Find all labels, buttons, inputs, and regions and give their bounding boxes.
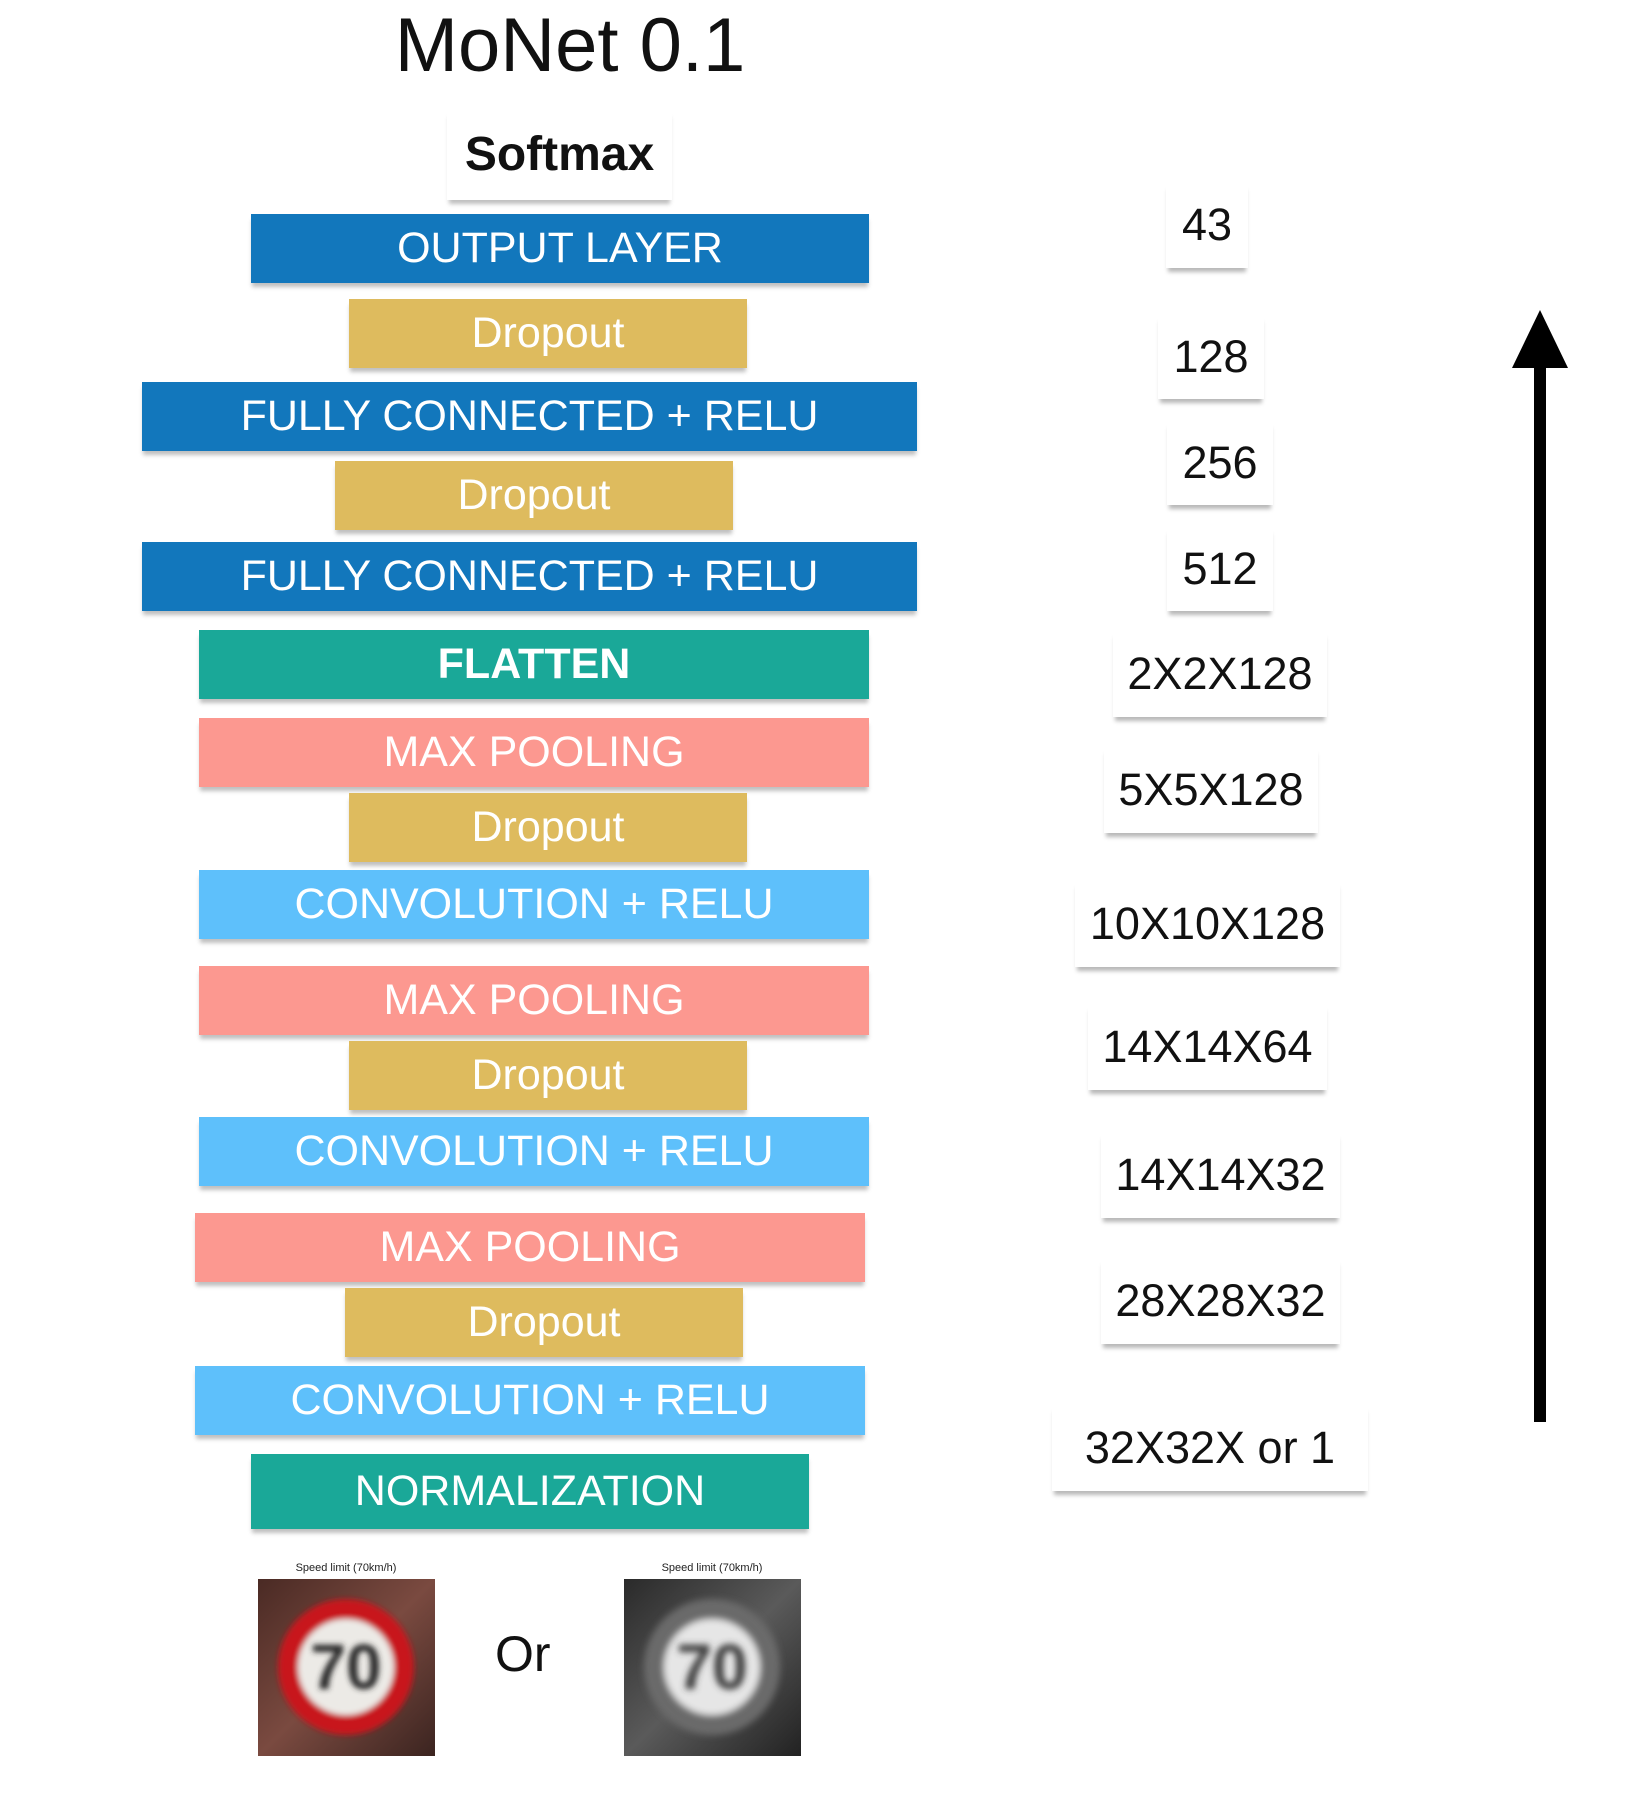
gray-sign-number: 70	[676, 1631, 747, 1703]
layer-dropout: Dropout	[345, 1288, 743, 1357]
layer-convolution: CONVOLUTION + RELU	[199, 870, 869, 939]
layer-flatten: FLATTEN	[199, 630, 869, 699]
dimension-box: 43	[1166, 182, 1248, 268]
layer-max-pooling: MAX POOLING	[199, 718, 869, 787]
dimension-box: 32X32X or 1	[1052, 1404, 1368, 1491]
dimension-box: 128	[1158, 314, 1264, 399]
gray-speed-sign-image: 70	[624, 1579, 801, 1756]
layer-dropout: Dropout	[349, 1041, 747, 1110]
diagram-title: MoNet 0.1	[394, 3, 746, 88]
layer-fully-connected: FULLY CONNECTED + RELU	[142, 542, 917, 611]
dimension-box: 256	[1167, 420, 1273, 505]
layer-dropout: Dropout	[335, 461, 733, 530]
softmax-box: Softmax	[447, 109, 672, 200]
layer-output: OUTPUT LAYER	[251, 214, 869, 283]
layer-convolution: CONVOLUTION + RELU	[195, 1366, 865, 1435]
flow-arrow-icon	[1512, 310, 1568, 1422]
dimension-box: 28X28X32	[1101, 1257, 1340, 1344]
dimension-box: 5X5X128	[1104, 746, 1318, 833]
layer-fully-connected: FULLY CONNECTED + RELU	[142, 382, 917, 451]
dimension-box: 10X10X128	[1075, 880, 1340, 967]
color-sign-caption: Speed limit (70km/h)	[295, 1562, 397, 1574]
dimension-box: 2X2X128	[1113, 630, 1327, 717]
layer-normalization: NORMALIZATION	[251, 1454, 809, 1529]
color-speed-sign-image: 70	[258, 1579, 435, 1756]
layer-max-pooling: MAX POOLING	[195, 1213, 865, 1282]
gray-sign-caption: Speed limit (70km/h)	[661, 1562, 763, 1574]
color-sign-number: 70	[310, 1631, 381, 1703]
layer-max-pooling: MAX POOLING	[199, 966, 869, 1035]
dimension-box: 512	[1167, 526, 1273, 611]
or-label: Or	[495, 1626, 551, 1682]
layer-dropout: Dropout	[349, 793, 747, 862]
dimension-box: 14X14X32	[1101, 1131, 1340, 1218]
layer-convolution: CONVOLUTION + RELU	[199, 1117, 869, 1186]
layer-dropout: Dropout	[349, 299, 747, 368]
dimension-box: 14X14X64	[1088, 1003, 1327, 1090]
